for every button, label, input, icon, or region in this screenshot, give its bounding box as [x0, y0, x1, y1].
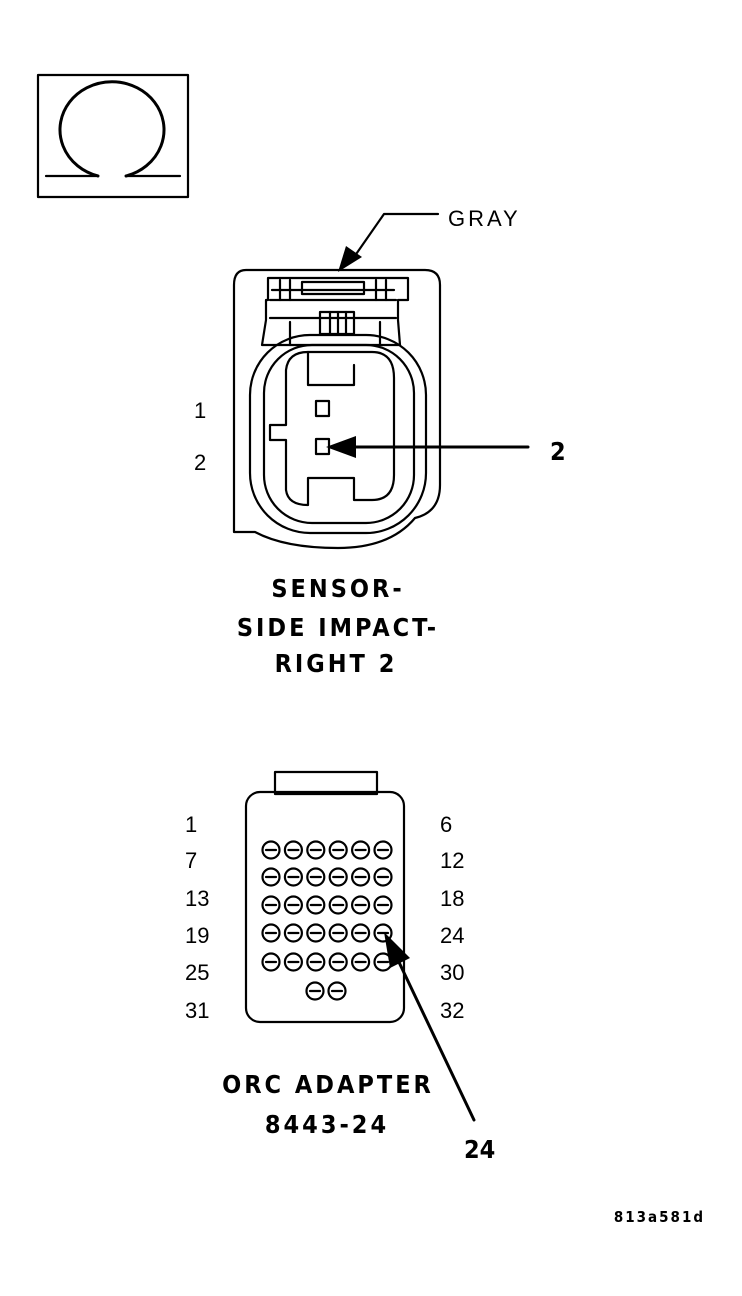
- terminal-cavity: [283, 840, 303, 860]
- terminal-cavity: [328, 867, 348, 887]
- terminal-cavity: [373, 840, 393, 860]
- adapter-title-line: ORC ADAPTER: [222, 1070, 434, 1099]
- adapter-pin-labels-right: 6 12 18 24 30 32: [440, 812, 464, 1023]
- pin-label: 1: [185, 812, 197, 837]
- pin-label: 1: [194, 398, 206, 423]
- terminal-cavity: [306, 952, 326, 972]
- adapter-connector: [244, 770, 406, 1024]
- terminal-cavity: [351, 923, 371, 943]
- terminal-cavity: [327, 981, 347, 1001]
- terminal-cavity: [351, 867, 371, 887]
- terminal-cavity: [328, 952, 348, 972]
- pin-callout-arrow: [326, 436, 530, 458]
- terminal-cavity: [261, 867, 281, 887]
- terminal-cavity: [261, 952, 281, 972]
- terminal-cavity: [305, 981, 325, 1001]
- adapter-pin-labels-left: 1 7 13 19 25 31: [185, 812, 209, 1023]
- pin-label: 19: [185, 923, 209, 948]
- terminal-cavity: [351, 840, 371, 860]
- terminal-cavity: [261, 923, 281, 943]
- pin-label: 12: [440, 848, 464, 873]
- terminal-cavity: [306, 867, 326, 887]
- pin-label: 31: [185, 998, 209, 1023]
- connector-title-line: SIDE IMPACT-: [237, 613, 439, 642]
- adapter-title-line: 8443-24: [265, 1110, 389, 1139]
- terminal-cavity: [306, 895, 326, 915]
- terminal-cavity: [306, 840, 326, 860]
- pin-label: 7: [185, 848, 197, 873]
- terminal-cavity: [261, 895, 281, 915]
- terminal-cavity: [328, 895, 348, 915]
- pin-label: 24: [440, 923, 464, 948]
- terminal-cavity: [283, 923, 303, 943]
- connector-title-line: SENSOR-: [271, 574, 404, 603]
- pin-label: 13: [185, 886, 209, 911]
- retaining-clip-icon: [36, 73, 190, 199]
- pin-callout-label: 2: [550, 437, 566, 466]
- terminal-cavity: [328, 923, 348, 943]
- figure-id: 813a581d: [614, 1208, 705, 1226]
- pin-label: 18: [440, 886, 464, 911]
- pin-label: 25: [185, 960, 209, 985]
- wire-color-leader: [338, 212, 440, 272]
- terminal-cavity: [373, 867, 393, 887]
- adapter-callout-label: 24: [464, 1135, 495, 1164]
- terminal-cavity: [373, 923, 393, 943]
- terminal-cavity: [306, 923, 326, 943]
- terminal-cavity: [351, 895, 371, 915]
- terminal-cavity: [283, 895, 303, 915]
- pin-label: 6: [440, 812, 452, 837]
- terminal-cavity: [373, 895, 393, 915]
- terminal-cavity: [283, 952, 303, 972]
- terminal-cavity: [351, 952, 371, 972]
- wire-color-label: GRAY: [448, 206, 521, 231]
- connector-title-line: RIGHT 2: [275, 649, 398, 678]
- pin-label: 32: [440, 998, 464, 1023]
- adapter-callout-arrow: [384, 932, 476, 1122]
- terminal-cavity: [261, 840, 281, 860]
- pin-label: 2: [194, 450, 206, 475]
- pin-label: 30: [440, 960, 464, 985]
- sensor-connector: [232, 268, 442, 550]
- terminal-cavity: [283, 867, 303, 887]
- terminal-cavity: [328, 840, 348, 860]
